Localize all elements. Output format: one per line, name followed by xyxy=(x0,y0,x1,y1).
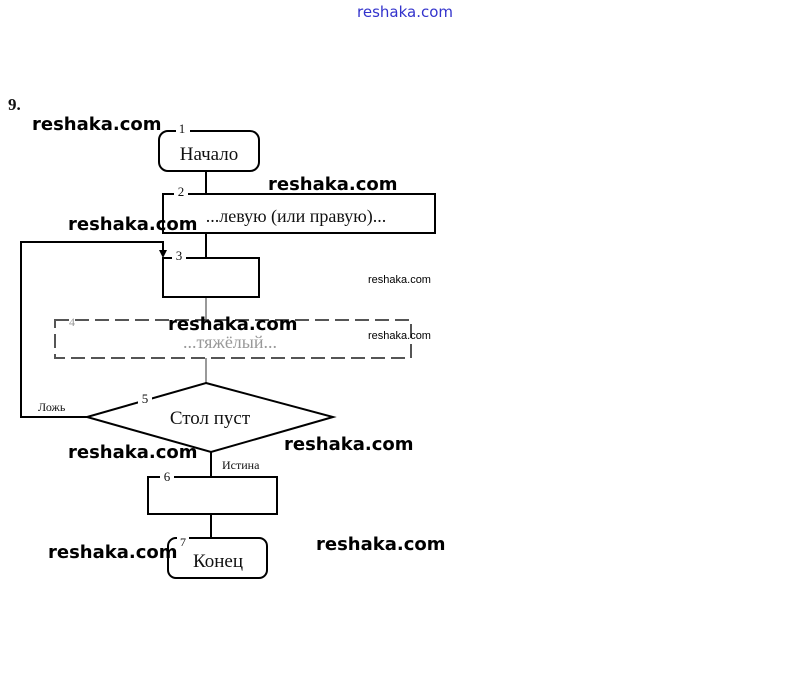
watermark: reshaka.com xyxy=(32,114,162,135)
end-block xyxy=(167,537,268,579)
start-block xyxy=(158,130,260,172)
watermark: reshaka.com xyxy=(168,314,298,335)
process-block-3 xyxy=(162,257,260,298)
process-block-4 xyxy=(54,319,412,359)
watermark: reshaka.com xyxy=(48,542,178,563)
block-number: 2 xyxy=(178,184,185,199)
block-number: 6 xyxy=(164,469,171,484)
watermark: reshaka.com xyxy=(68,214,198,235)
block-number: 5 xyxy=(142,391,149,406)
true-branch-label: Истина xyxy=(222,458,260,472)
block-text: Начало xyxy=(180,144,239,165)
block-number: 1 xyxy=(179,121,186,136)
block-text: ...левую (или правую)... xyxy=(206,206,387,227)
watermark: reshaka.com xyxy=(316,534,446,555)
watermark: reshaka.com xyxy=(368,274,431,286)
loop-back-line xyxy=(20,241,164,418)
problem-number: 9. xyxy=(8,95,21,114)
watermark: reshaka.com xyxy=(368,330,431,342)
block-number: 4 xyxy=(69,315,75,329)
process-block-6 xyxy=(147,476,278,515)
watermark: reshaka.com xyxy=(268,174,398,195)
block-text: Стол пуст xyxy=(170,408,251,429)
process-block-2 xyxy=(162,193,436,234)
block-number: 3 xyxy=(176,248,183,263)
watermark: reshaka.com xyxy=(68,442,198,463)
watermark-top: reshaka.com xyxy=(357,3,453,21)
false-branch-label: Ложь xyxy=(38,400,66,414)
block-number: 7 xyxy=(180,535,186,549)
watermark: reshaka.com xyxy=(284,434,414,455)
arrow-down-icon xyxy=(159,250,167,258)
block-text: ...тяжёлый... xyxy=(183,332,277,352)
block-text: Конец xyxy=(193,551,243,572)
